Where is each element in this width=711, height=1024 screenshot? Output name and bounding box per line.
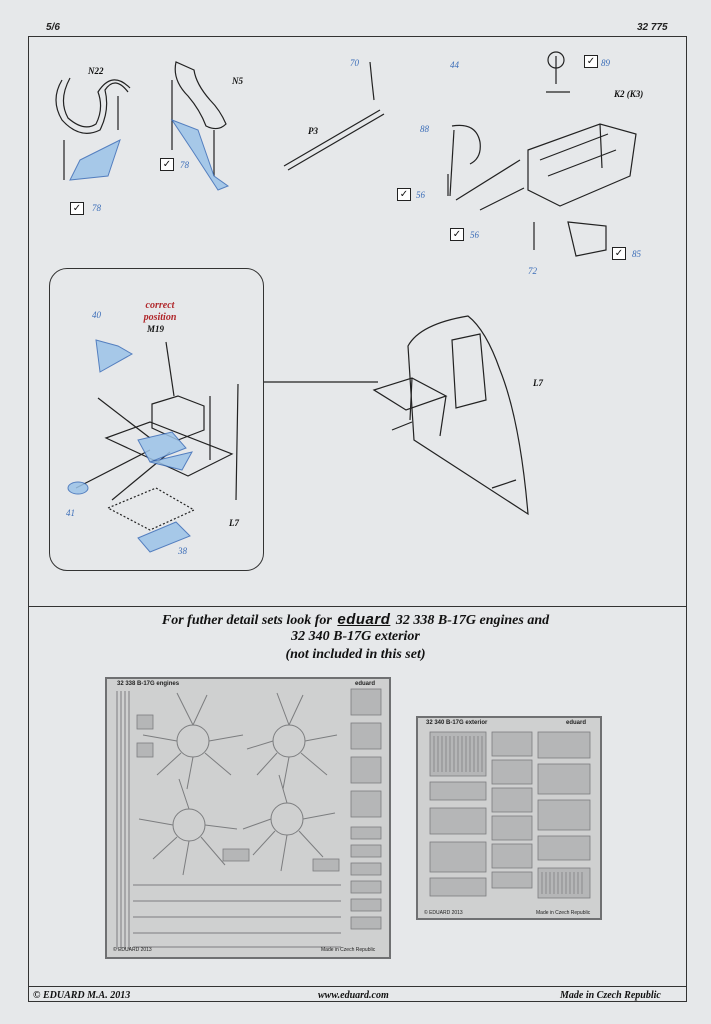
n5-strap-drawing xyxy=(174,61,227,130)
part-number: 72 xyxy=(528,266,537,276)
part-k2-label: K2 (K3) xyxy=(614,89,644,99)
check-icon xyxy=(70,202,84,215)
promo-text: 32 338 B-17G engines and xyxy=(395,613,550,628)
part-l7-label: L7 xyxy=(229,518,239,528)
assembly-drawings xyxy=(55,51,637,553)
page-number: 5/6 xyxy=(46,22,60,33)
fret-made-in: Made in Czech Republic xyxy=(321,947,376,953)
promo-line-3: (not included in this set) xyxy=(285,647,426,662)
part-number: 88 xyxy=(420,124,429,134)
part-number: 85 xyxy=(632,249,641,259)
part-number: 40 xyxy=(92,310,101,320)
promo-text: For futher detail sets look for xyxy=(161,613,332,628)
p3-rod-drawing xyxy=(283,109,385,171)
fret-label: 32 340 B-17G exterior xyxy=(426,720,488,726)
footer-copyright: © EDUARD M.A. 2013 xyxy=(33,990,131,1001)
fret-exterior: 32 340 B-17G exterior eduard © EDUAR xyxy=(416,716,602,920)
check-icon xyxy=(160,158,174,171)
part-number: 78 xyxy=(92,203,101,213)
n22-strap-drawing xyxy=(55,79,129,134)
check-icon xyxy=(397,188,411,201)
part-number: 70 xyxy=(350,58,359,68)
section-divider xyxy=(28,606,687,607)
footer-made-in: Made in Czech Republic xyxy=(560,990,661,1001)
fret-exterior-parts xyxy=(429,731,591,899)
part-p3-label: P3 xyxy=(308,126,318,136)
correct-position-note: correct position xyxy=(143,300,177,323)
eduard-logo: eduard xyxy=(337,611,391,628)
fret-label: 32 338 B-17G engines xyxy=(117,681,180,687)
fret-copyright: © EDUARD 2013 xyxy=(113,947,152,953)
part-number: 89 xyxy=(601,58,610,68)
part-number: 56 xyxy=(470,230,479,240)
part-number: 56 xyxy=(416,190,425,200)
check-icon xyxy=(612,247,626,260)
footer-website: www.eduard.com xyxy=(318,990,389,1001)
check-icon xyxy=(450,228,464,241)
part-n5-label: N5 xyxy=(232,76,243,86)
part-number: 41 xyxy=(66,508,75,518)
part-88-drawing xyxy=(451,124,481,165)
fret-engines-parts xyxy=(116,688,382,949)
part-number: 38 xyxy=(178,546,187,556)
fret-made-in: Made in Czech Republic xyxy=(536,910,591,916)
fret-engines: 32 338 B-17G engines eduard xyxy=(105,677,391,959)
l7-panel-drawing xyxy=(407,315,529,516)
k2-gun-drawing xyxy=(527,123,637,207)
fret-copyright: © EDUARD 2013 xyxy=(424,910,463,916)
page-frame xyxy=(28,36,687,1002)
fret-brand: eduard xyxy=(355,681,376,687)
promo-line-2: 32 340 B-17G exterior xyxy=(291,629,420,644)
footer-rule xyxy=(28,986,687,987)
part-number: 78 xyxy=(180,160,189,170)
part-n22-label: N22 xyxy=(88,66,104,76)
part-m19-label: M19 xyxy=(147,324,165,334)
fret-brand: eduard xyxy=(566,720,587,726)
part-number: 44 xyxy=(450,60,459,70)
detail-inset xyxy=(49,268,264,571)
promo-line-1: For futher detail sets look for eduard 3… xyxy=(0,611,711,629)
set-number: 32 775 xyxy=(637,22,668,33)
part-l7-label: L7 xyxy=(533,378,543,388)
check-icon xyxy=(584,55,598,68)
